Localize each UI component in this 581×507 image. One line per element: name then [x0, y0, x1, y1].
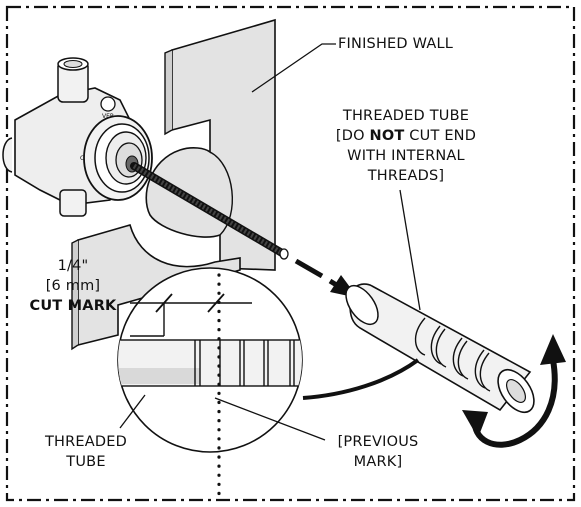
connector-arrow [302, 358, 420, 400]
wall-cutout [209, 151, 233, 236]
finished-wall-panel [145, 18, 276, 271]
previous-mark-label-line2: MARK] [353, 454, 403, 470]
svg-text:VER: VER [102, 113, 114, 120]
lower-wall-edge [71, 239, 79, 351]
threaded-tube-note-line4: THREADS] [367, 168, 445, 184]
valve-rings [83, 115, 153, 201]
threaded-rod [130, 162, 289, 260]
frame-border [5, 5, 576, 502]
finished-wall-edge [164, 49, 173, 136]
cut-mark-label: CUT MARK [29, 298, 117, 314]
cut-mark-size-inch: 1/4" [57, 258, 89, 274]
finished-wall-label: FINISHED WALL [338, 36, 454, 52]
threaded-tube-note-post: CUT END [404, 128, 477, 144]
leader-lines [119, 43, 421, 441]
threaded-tube [345, 283, 535, 414]
threaded-tube-note-pre: [DO [335, 128, 370, 144]
threaded-tube-note-line1: THREADED TUBE [342, 108, 470, 124]
cut-mark-dimension [130, 293, 252, 337]
rotation-arrow [462, 334, 566, 448]
threaded-tube-note-line3: WITH INTERNAL [347, 148, 465, 164]
threaded-tube-label-line2: TUBE [66, 454, 106, 470]
threaded-tube-note-line2: [DO NOT CUT END [316, 126, 496, 146]
threaded-tube-note-bold: NOT [369, 128, 405, 144]
cut-mark-size-mm: [6 mm] [45, 278, 101, 294]
previous-mark-label-line1: [PREVIOUS [337, 434, 419, 450]
threaded-tube-label-line1: THREADED [44, 434, 127, 450]
